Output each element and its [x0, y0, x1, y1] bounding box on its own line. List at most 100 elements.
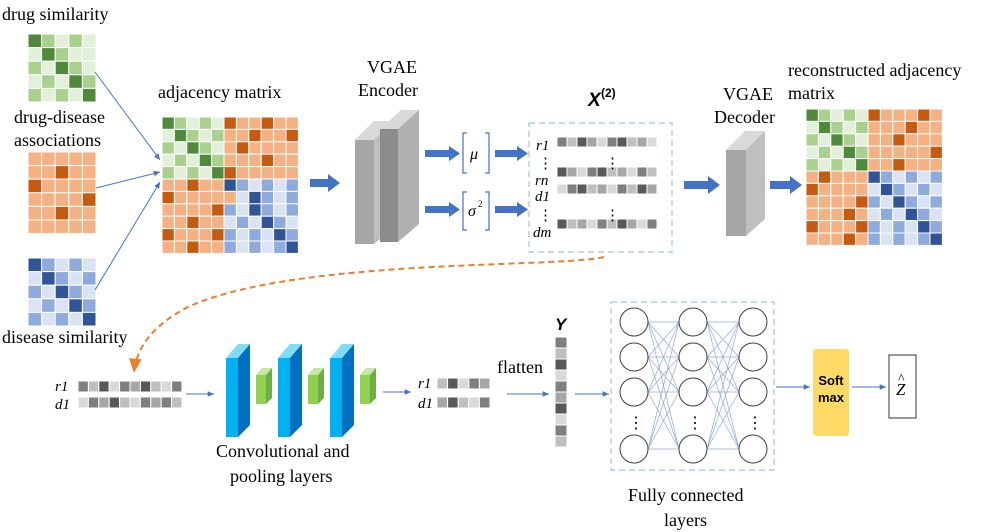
- x2-label-rn: rn: [535, 173, 548, 189]
- disease-similarity-cell: [68, 271, 83, 286]
- svg-text:(2): (2): [601, 86, 616, 100]
- x2-vector-cell: [606, 136, 618, 148]
- reconstructed-cell: [867, 120, 881, 135]
- reconstructed-cell: [817, 232, 832, 246]
- adjacency-cell: [186, 116, 200, 130]
- reconstructed-cell: [855, 232, 869, 246]
- arrow-mu-to-x2: [495, 146, 528, 161]
- reconstructed-cell: [892, 220, 906, 234]
- x2-vector-cell: [616, 136, 628, 148]
- adjacency-cell: [260, 215, 275, 230]
- fc-node: [619, 377, 649, 407]
- fc-node: [678, 307, 708, 337]
- reconstructed-cell: [904, 120, 919, 135]
- svg-text:σ: σ: [468, 203, 477, 220]
- drug-similarity-cell: [81, 74, 97, 89]
- fc-edge: [706, 356, 740, 393]
- x2-vector-cell: [616, 183, 628, 195]
- left-row-r1-cell: [108, 380, 121, 393]
- left-row-r1-cell: [150, 380, 162, 393]
- fc-node: [738, 342, 768, 372]
- adjacency-cell: [173, 178, 188, 192]
- arrow-to-mu: [425, 146, 460, 161]
- adjacency-cell: [173, 166, 188, 180]
- reconstructed-cell: [867, 145, 881, 160]
- reconstructed-cell: [805, 182, 819, 197]
- drug-disease-cell: [27, 178, 43, 194]
- drug-disease-cell: [81, 192, 97, 207]
- adjacency-cell: [211, 228, 225, 242]
- adjacency-cell: [235, 190, 250, 205]
- drug-disease-cell: [41, 165, 56, 180]
- adjacency-cell: [173, 240, 188, 254]
- mid-row-d1-cell: [457, 396, 470, 409]
- disease-similarity-cell: [41, 271, 56, 286]
- adjacency-cell: [161, 166, 175, 180]
- reconstructed-cell: [929, 182, 943, 197]
- adjacency-cell: [248, 203, 262, 217]
- adjacency-cell: [285, 190, 299, 205]
- adjacency-cell: [161, 178, 175, 192]
- fc-edge: [706, 356, 740, 450]
- adjacency-cell: [273, 153, 287, 168]
- conv-layer-top: [278, 344, 302, 358]
- x2-dashed-box: [528, 122, 673, 253]
- x2-row-labels: r1 ⋮ ⋮ rn d1 ⋮ ⋮ dm: [533, 138, 620, 241]
- y-vector-cell: [554, 424, 568, 437]
- adjacency-cell: [173, 141, 188, 155]
- reconstructed-cell: [830, 220, 844, 234]
- vgae-encoder-label-1: VGAE: [367, 57, 417, 77]
- drug-similarity-cell: [54, 60, 70, 76]
- x2-vector-cell: [596, 183, 608, 195]
- adjacency-cell: [186, 228, 200, 242]
- x2-vector-cell: [626, 183, 638, 195]
- mid-row-r1-cell: [457, 377, 470, 390]
- fc-edge: [647, 321, 680, 358]
- adjacency-cell: [260, 116, 275, 130]
- adjacency-cell: [273, 166, 287, 180]
- reconstructed-cell: [805, 220, 819, 234]
- disease-similarity-cell: [54, 257, 70, 273]
- pool-layer-front: [360, 375, 370, 404]
- adjacency-cell: [285, 178, 299, 192]
- adjacency-cell: [260, 190, 275, 205]
- fc-edge: [647, 321, 680, 393]
- disease-similarity-cell: [68, 298, 83, 313]
- adjacency-cell: [173, 190, 188, 205]
- adjacency-cell: [285, 240, 299, 254]
- reconstructed-label-1: reconstructed adjacency: [788, 60, 961, 80]
- adjacency-cell: [186, 190, 200, 205]
- reconstructed-cell: [842, 220, 857, 234]
- reconstructed-cell: [830, 120, 844, 135]
- fc-node: [619, 434, 649, 464]
- arrow-adj-to-encoder: [310, 174, 340, 192]
- reconstructed-cell: [879, 108, 894, 122]
- left-row-r1-cell: [77, 380, 89, 393]
- adjacency-cell: [198, 228, 213, 242]
- adjacency-cell: [223, 128, 237, 143]
- conv-layer-side: [290, 344, 302, 437]
- reconstructed-cell: [817, 133, 832, 147]
- reconstructed-cell: [805, 158, 819, 172]
- adjacency-cell: [285, 141, 299, 155]
- reconstructed-cell: [904, 182, 919, 197]
- left-row-d1-cell: [171, 396, 183, 409]
- reconstructed-cell: [929, 232, 943, 246]
- reconstructed-cell: [867, 108, 881, 122]
- adjacency-cell: [211, 203, 225, 217]
- adjacency-cell: [211, 166, 225, 180]
- x2-vector-cell: [576, 166, 588, 178]
- drug-disease-cell: [41, 178, 56, 194]
- reconstructed-cell: [892, 120, 906, 135]
- reconstructed-cell: [855, 120, 869, 135]
- left-row-d1-cell: [119, 396, 131, 409]
- drug-disease-cell: [54, 205, 70, 221]
- disease-similarity-cell: [68, 284, 83, 300]
- adjacency-cell: [235, 166, 250, 180]
- adjacency-cell: [248, 228, 262, 242]
- reconstructed-cell: [892, 207, 906, 222]
- reconstructed-cell: [805, 133, 819, 147]
- adjacency-cell: [198, 153, 213, 168]
- x2-label-dm: dm: [533, 225, 552, 241]
- drug-similarity-cell: [81, 33, 97, 49]
